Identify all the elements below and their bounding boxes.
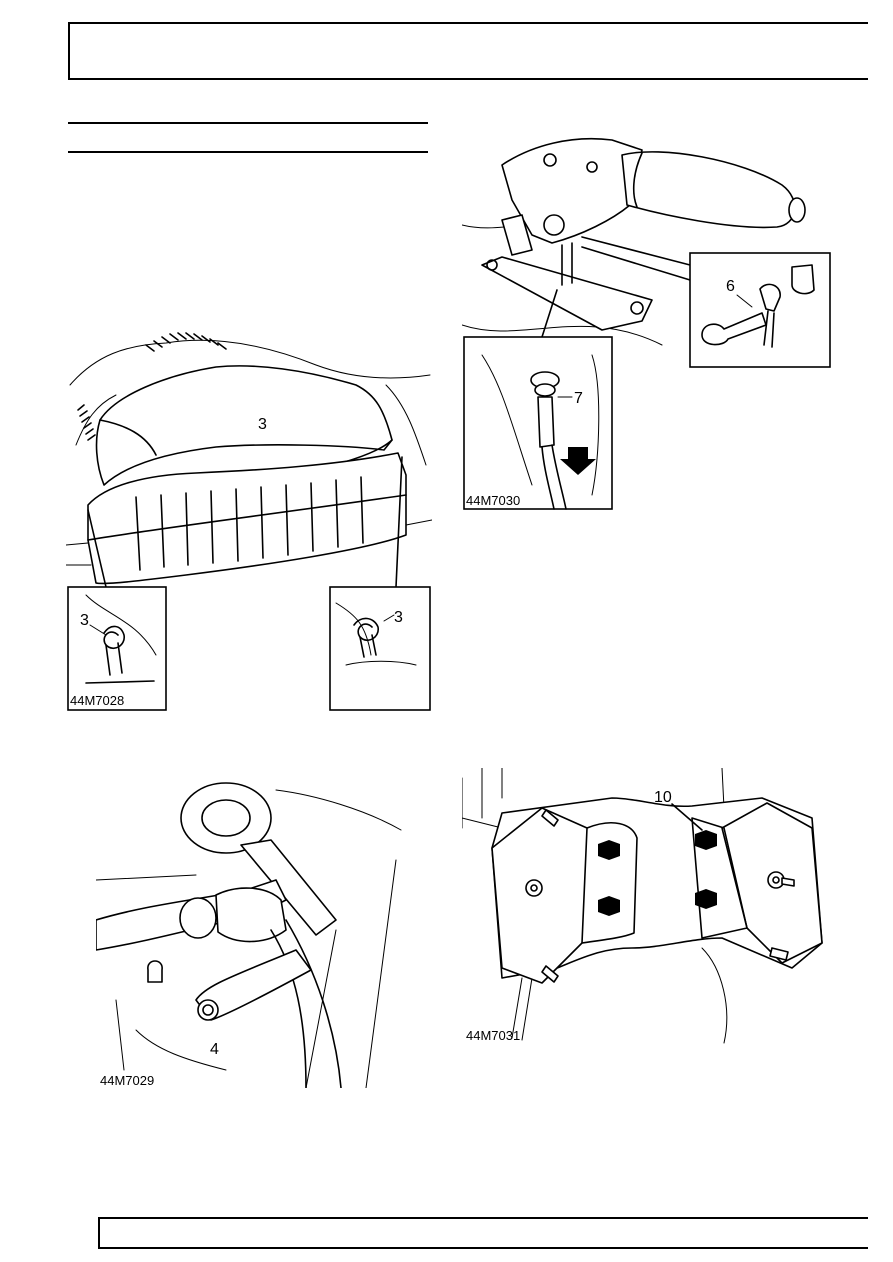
clevis-icon	[759, 283, 781, 312]
callout-10: 10	[654, 789, 672, 806]
figure-44m7028: 3 3 44M7028 3	[66, 332, 432, 711]
housing-ribs	[135, 476, 364, 571]
callout-3-lid: 3	[258, 416, 267, 433]
handbrake-mounting-plate	[481, 256, 653, 331]
figure-ref-44m7029: 44M7029	[100, 1073, 154, 1088]
page-footer-box	[98, 1217, 868, 1249]
figure-44m7030: 7 44M7030 6	[462, 137, 831, 510]
handbrake-grip	[621, 151, 796, 229]
section-rule-bottom	[68, 151, 428, 153]
inset-clevis-pin: 6	[689, 252, 831, 368]
gear-knob-drawing	[180, 782, 337, 936]
coiled-hose-drawing	[77, 332, 227, 441]
callout-7: 7	[574, 390, 583, 407]
callout-3-inset-right: 3	[394, 609, 403, 626]
figure-ref-44m7030: 44M7030	[466, 493, 520, 508]
inset-cable-end: 7 44M7030	[463, 336, 613, 510]
page-header-box	[68, 22, 868, 80]
section-rule-top	[68, 122, 428, 124]
bracket-bolts	[598, 830, 717, 916]
callout-4: 4	[210, 1041, 219, 1058]
air-filter-housing	[87, 452, 407, 585]
figure-44m7029: 4 44M7029	[96, 782, 402, 1088]
arrow-down-icon	[560, 447, 596, 475]
air-filter-lid	[95, 365, 393, 486]
figure-ref-44m7031: 44M7031	[466, 1028, 520, 1043]
inset-clip-left: 3 44M7028	[67, 586, 167, 711]
figure-44m7031: 10 44M7031	[462, 768, 823, 1044]
figure-ref-44m7028: 44M7028	[70, 693, 124, 708]
inset-clip-right: 3	[329, 586, 431, 711]
callout-6: 6	[726, 278, 735, 295]
callout-3-inset-left: 3	[80, 612, 89, 629]
